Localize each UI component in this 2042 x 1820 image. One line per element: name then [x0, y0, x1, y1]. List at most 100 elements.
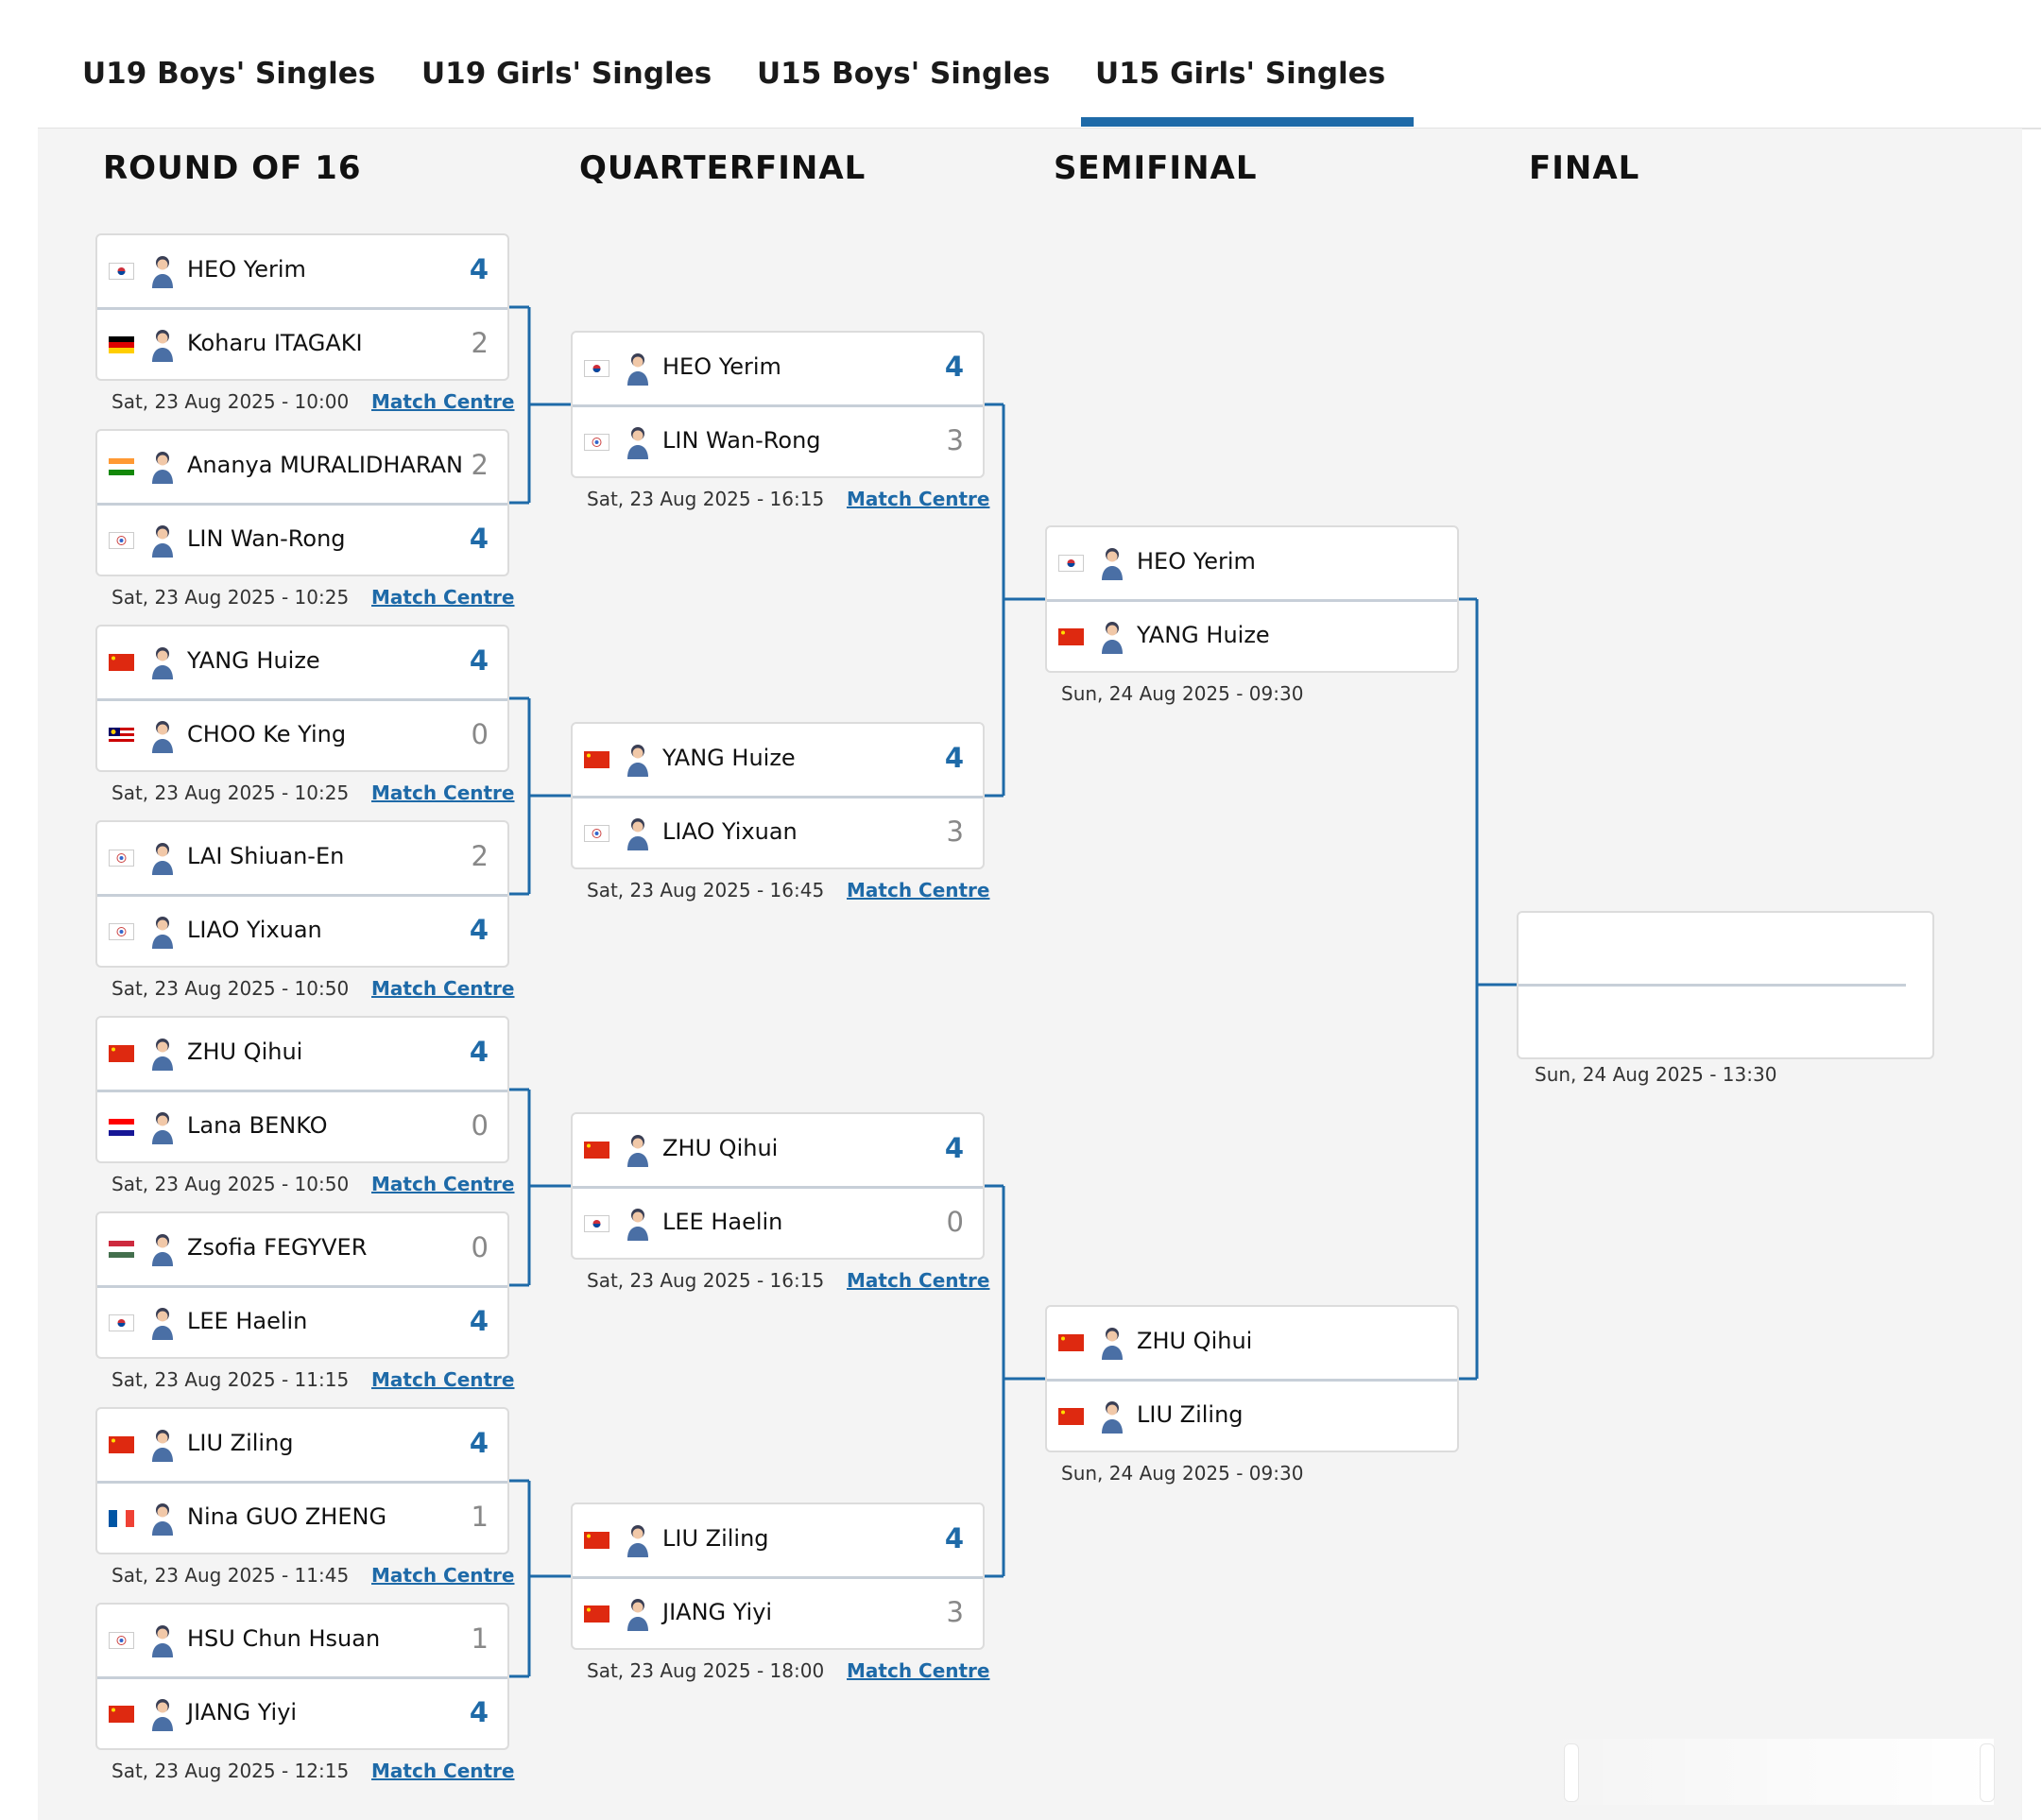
player-name[interactable]: JIANG Yiyi	[187, 1699, 298, 1726]
avatar	[626, 1523, 650, 1557]
match-centre-link[interactable]: Match Centre	[371, 1760, 515, 1782]
player-name[interactable]: YANG Huize	[187, 647, 320, 674]
tab-u19-girls-singles[interactable]: U19 Girls' Singles	[421, 57, 712, 91]
match-centre-link[interactable]: Match Centre	[371, 390, 515, 413]
flag-icon	[109, 1045, 134, 1062]
avatar	[150, 524, 175, 558]
player-score: 0	[471, 1109, 489, 1142]
avatar	[150, 1697, 175, 1731]
tab-u19-boys-singles[interactable]: U19 Boys' Singles	[82, 57, 376, 91]
match-date: Sat, 23 Aug 2025 - 16:45	[587, 879, 825, 901]
flag-icon	[584, 360, 609, 377]
player-name[interactable]: LIU Ziling	[662, 1525, 769, 1552]
match-centre-link[interactable]: Match Centre	[371, 1368, 515, 1391]
tab-u15-boys-singles[interactable]: U15 Boys' Singles	[757, 57, 1051, 91]
bottom-fade	[1540, 1739, 1994, 1805]
final-match-card[interactable]	[1517, 911, 1934, 1059]
tab-u15-girls-singles[interactable]: U15 Girls' Singles	[1095, 57, 1386, 91]
flag-icon	[109, 850, 134, 867]
player-name[interactable]: LAI Shiuan-En	[187, 843, 345, 869]
player-name[interactable]: ZHU Qihui	[187, 1039, 303, 1065]
avatar	[150, 1037, 175, 1071]
match-centre-link[interactable]: Match Centre	[371, 586, 515, 609]
avatar	[1100, 620, 1124, 654]
player-name[interactable]: LIU Ziling	[1137, 1401, 1244, 1428]
avatar	[150, 1232, 175, 1266]
match-centre-link[interactable]: Match Centre	[847, 1659, 990, 1682]
match-centre-link[interactable]: Match Centre	[847, 879, 990, 901]
match-centre-link[interactable]: Match Centre	[371, 1173, 515, 1195]
player-name[interactable]: Ananya MURALIDHARAN	[187, 452, 463, 478]
avatar	[150, 1428, 175, 1462]
player-score: 0	[471, 1231, 489, 1263]
flag-icon	[1058, 1408, 1084, 1425]
match-date: Sat, 23 Aug 2025 - 11:45	[112, 1564, 350, 1587]
player-name[interactable]: YANG Huize	[662, 745, 796, 771]
player-score: 3	[946, 1596, 964, 1628]
player-name[interactable]: HEO Yerim	[662, 353, 781, 380]
player-score: 3	[946, 424, 964, 456]
player-name[interactable]: ZHU Qihui	[1137, 1328, 1253, 1354]
scroll-handle[interactable]	[1564, 1743, 1579, 1802]
player-name[interactable]: Koharu ITAGAKI	[187, 330, 363, 356]
match-centre-link[interactable]: Match Centre	[371, 781, 515, 804]
event-tabs: U19 Boys' Singles U19 Girls' Singles U15…	[38, 0, 2041, 129]
player-name[interactable]: HEO Yerim	[187, 256, 306, 283]
player-name[interactable]: Lana BENKO	[187, 1112, 328, 1139]
player-name[interactable]: CHOO Ke Ying	[187, 721, 347, 747]
match-centre-link[interactable]: Match Centre	[847, 1269, 990, 1292]
avatar	[626, 816, 650, 850]
flag-icon	[1058, 555, 1084, 572]
avatar	[1100, 1399, 1124, 1434]
player-row: LIN Wan-Rong 3	[573, 406, 983, 478]
player-name[interactable]: LIAO Yixuan	[187, 917, 322, 943]
flag-icon	[1058, 1334, 1084, 1351]
flag-icon	[109, 532, 134, 549]
player-name[interactable]: HEO Yerim	[1137, 548, 1256, 575]
player-name[interactable]: LEE Haelin	[662, 1209, 783, 1235]
avatar	[150, 450, 175, 484]
player-name[interactable]: Nina GUO ZHENG	[187, 1503, 387, 1530]
match-centre-link[interactable]: Match Centre	[847, 488, 990, 510]
avatar	[150, 1306, 175, 1340]
flag-icon	[109, 1706, 134, 1723]
player-name[interactable]: LIN Wan-Rong	[662, 427, 821, 454]
player-name[interactable]: ZHU Qihui	[662, 1135, 779, 1161]
player-name[interactable]: LIN Wan-Rong	[187, 525, 346, 552]
active-tab-indicator	[1081, 117, 1414, 127]
match-centre-link[interactable]: Match Centre	[371, 977, 515, 1000]
flag-icon	[584, 1142, 609, 1159]
flag-icon	[584, 825, 609, 842]
player-name[interactable]: HSU Chun Hsuan	[187, 1625, 381, 1652]
round-title-semifinal: SEMIFINAL	[1054, 149, 1258, 187]
player-name[interactable]: LIU Ziling	[187, 1430, 294, 1456]
player-name[interactable]: JIANG Yiyi	[662, 1599, 773, 1625]
match-date: Sat, 23 Aug 2025 - 11:15	[112, 1368, 350, 1391]
match-centre-link[interactable]: Match Centre	[371, 1564, 515, 1587]
player-name[interactable]: LIAO Yixuan	[662, 818, 798, 845]
player-name[interactable]: YANG Huize	[1137, 622, 1270, 648]
player-name[interactable]: LEE Haelin	[187, 1308, 308, 1334]
player-score: 1	[471, 1623, 489, 1655]
flag-icon	[584, 434, 609, 451]
player-name[interactable]: Zsofia FEGYVER	[187, 1234, 368, 1261]
scroll-handle[interactable]	[1980, 1743, 1995, 1802]
